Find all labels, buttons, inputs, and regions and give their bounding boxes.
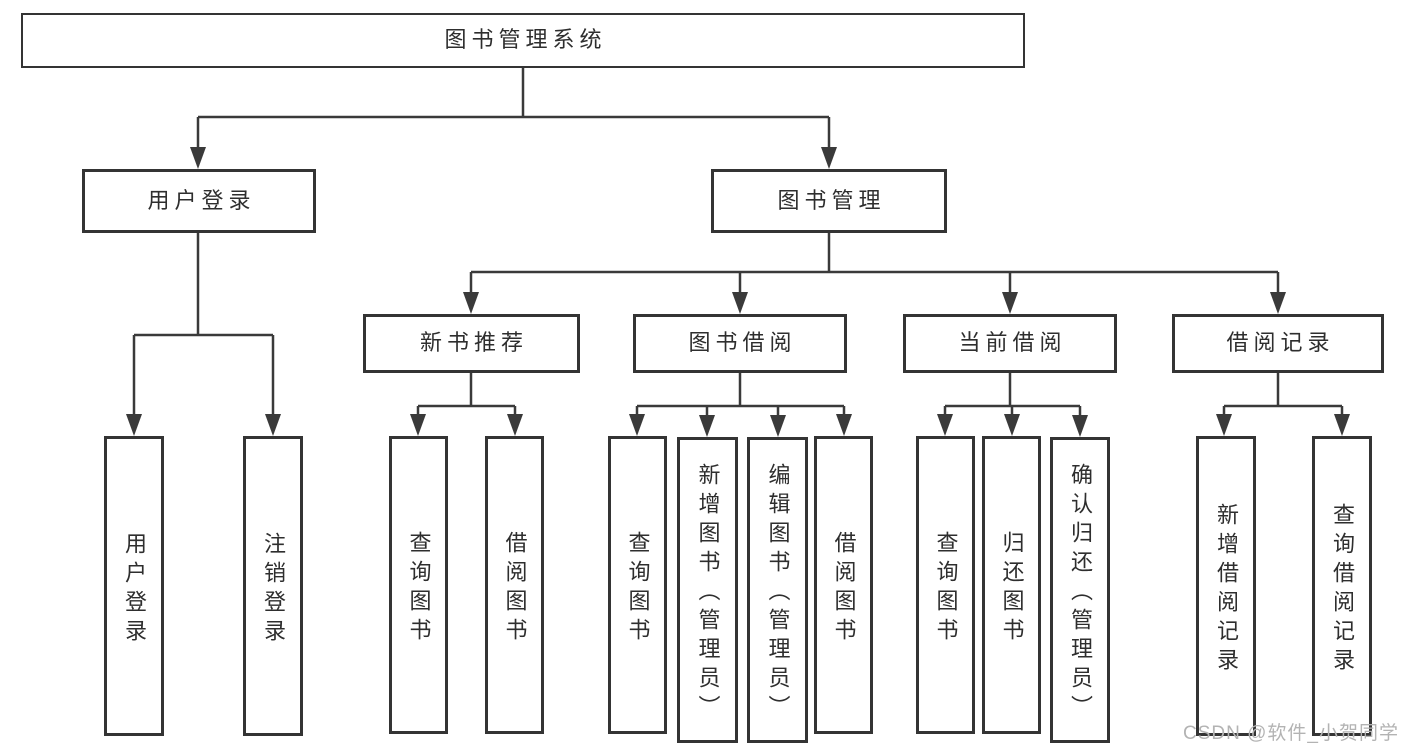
leaf-confirm-return-admin: 确认归还（管理员）: [1050, 437, 1110, 743]
leaf-label: 查询图书: [625, 530, 651, 647]
leaf-label: 查询图书: [933, 530, 959, 647]
node-new-book-recommendation: 新书推荐: [363, 314, 580, 373]
leaf-label: 借阅图书: [502, 530, 528, 647]
leaf-label: 确认归还（管理员）: [1068, 463, 1093, 724]
arrowhead: [821, 147, 837, 169]
node-label: 图书管理系统: [444, 27, 607, 53]
connector-recommend-to-leaves: [416, 373, 517, 416]
connector-path-group: [132, 68, 1344, 417]
arrowhead: [1004, 414, 1020, 436]
arrowhead: [126, 414, 142, 436]
arrowhead: [699, 415, 715, 437]
connector-borrow-to-leaves: [635, 373, 846, 417]
arrowhead-group: [126, 147, 1350, 437]
leaf-query-borrow-record: 查询借阅记录: [1312, 436, 1372, 736]
connector-userlogin-to-leaves: [132, 233, 275, 416]
arrowhead: [463, 292, 479, 314]
leaf-label: 新增借阅记录: [1214, 502, 1239, 677]
arrowhead: [1216, 414, 1232, 436]
node-user-login: 用户登录: [82, 169, 316, 233]
leaf-label: 用户登录: [122, 531, 147, 648]
arrowhead: [836, 414, 852, 436]
arrowhead: [1002, 292, 1018, 314]
node-label: 新书推荐: [419, 330, 528, 356]
connector-current-to-leaves: [943, 373, 1082, 417]
leaf-add-books-admin: 新增图书（管理员）: [677, 437, 738, 743]
leaf-query-books-recommend: 查询图书: [389, 436, 448, 734]
arrowhead: [629, 414, 645, 436]
leaf-user-login: 用户登录: [104, 436, 164, 736]
arrowhead: [1072, 415, 1088, 437]
leaf-query-books-current: 查询图书: [916, 436, 975, 734]
connector-root-to-level2: [196, 68, 831, 150]
node-book-management: 图书管理: [711, 169, 947, 233]
leaf-label: 编辑图书（管理员）: [765, 463, 791, 724]
node-library-management-system: 图书管理系统: [21, 13, 1025, 68]
arrowhead: [732, 292, 748, 314]
leaf-label: 注销登录: [261, 531, 286, 648]
node-label: 借阅记录: [1226, 330, 1335, 356]
node-label: 图书借阅: [688, 330, 797, 356]
arrowhead: [1270, 292, 1286, 314]
node-book-borrowing: 图书借阅: [633, 314, 847, 373]
leaf-label: 借阅图书: [831, 530, 857, 647]
leaf-logout: 注销登录: [243, 436, 303, 736]
node-current-borrowing: 当前借阅: [903, 314, 1117, 373]
connector-records-to-leaves: [1222, 373, 1344, 416]
arrowhead: [937, 414, 953, 436]
leaf-borrow-books-borrowing: 借阅图书: [814, 436, 873, 734]
leaf-return-books: 归还图书: [982, 436, 1041, 734]
leaf-edit-books-admin: 编辑图书（管理员）: [747, 437, 808, 743]
arrowhead: [190, 147, 206, 169]
connector-bookmgmt-to-level3: [469, 233, 1280, 294]
csdn-watermark: CSDN @软件_小贺同学: [1183, 723, 1399, 744]
arrowhead: [410, 414, 426, 436]
node-label: 图书管理: [777, 187, 886, 213]
arrowhead: [265, 414, 281, 436]
arrowhead: [507, 414, 523, 436]
arrowhead: [770, 415, 786, 437]
node-label: 用户登录: [147, 187, 256, 213]
leaf-label: 查询借阅记录: [1330, 502, 1355, 677]
node-label: 当前借阅: [958, 330, 1067, 356]
leaf-label: 归还图书: [999, 530, 1025, 647]
leaf-label: 新增图书（管理员）: [695, 463, 721, 724]
leaf-add-borrow-record: 新增借阅记录: [1196, 436, 1256, 736]
node-borrowing-records: 借阅记录: [1172, 314, 1384, 373]
leaf-borrow-books-recommend: 借阅图书: [485, 436, 544, 734]
arrowhead: [1334, 414, 1350, 436]
leaf-query-books-borrowing: 查询图书: [608, 436, 667, 734]
leaf-label: 查询图书: [406, 530, 432, 647]
